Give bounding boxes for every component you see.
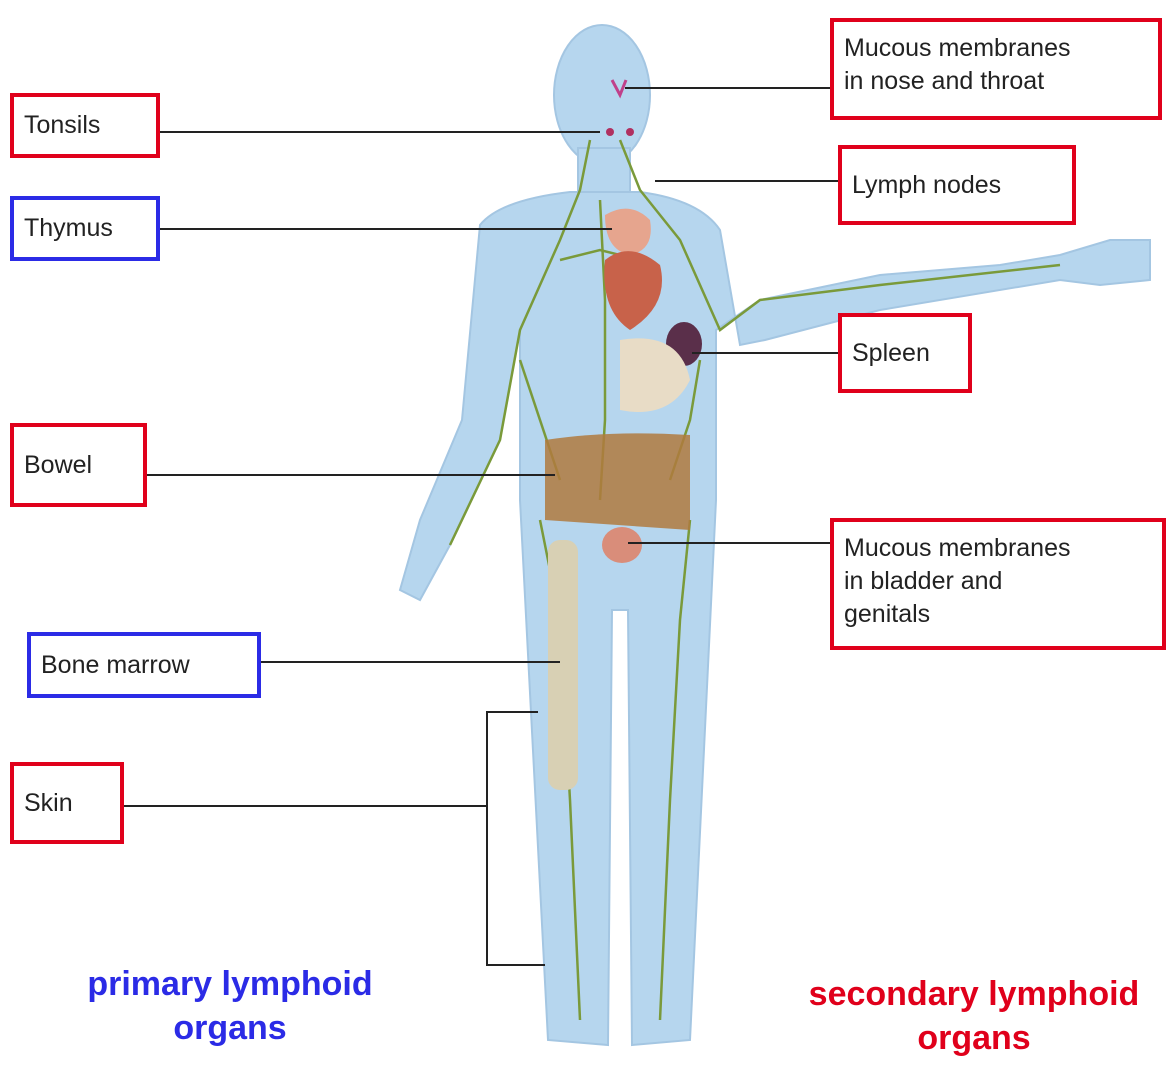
bowel-organ [545, 433, 690, 530]
tonsil-left [606, 128, 614, 136]
label-mucous-bladder-genitals: Mucous membranes in bladder and genitals [830, 518, 1166, 650]
label-bowel: Bowel [10, 423, 147, 507]
tonsil-right [626, 128, 634, 136]
label-bone-marrow: Bone marrow [27, 632, 261, 698]
label-mucous-nose-throat: Mucous membranes in nose and throat [830, 18, 1162, 120]
label-spleen: Spleen [838, 313, 972, 393]
bladder-organ [602, 527, 642, 563]
label-skin: Skin [10, 762, 124, 844]
legend-primary-lymphoid-organs: primary lymphoid organs [40, 962, 420, 1050]
label-lymph-nodes: Lymph nodes [838, 145, 1076, 225]
leader-lines [124, 88, 838, 965]
label-thymus: Thymus [10, 196, 160, 261]
label-tonsils: Tonsils [10, 93, 160, 158]
femur-bone [548, 540, 578, 790]
legend-secondary-lymphoid-organs: secondary lymphoid organs [780, 972, 1168, 1060]
